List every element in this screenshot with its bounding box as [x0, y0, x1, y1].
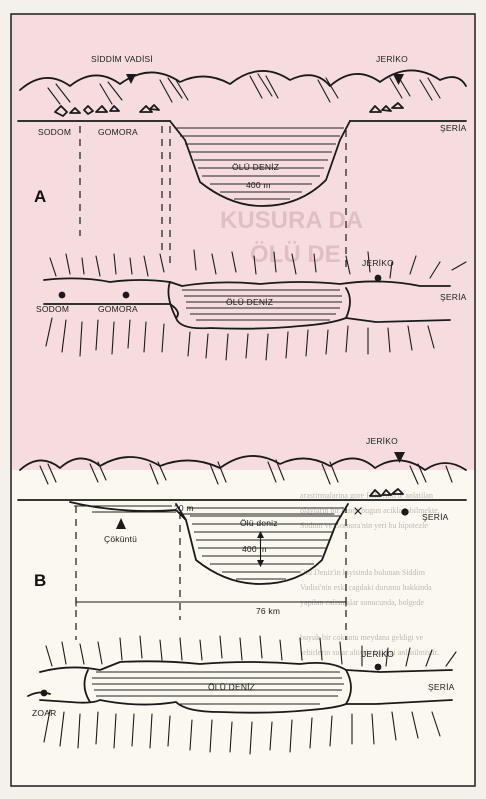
panel-b-marker: B — [34, 571, 46, 590]
gomora-dot-a — [123, 292, 130, 299]
svg-text:KUSURA DA: KUSURA DA — [220, 207, 363, 234]
label-seria-plan-a: ŞERİA — [440, 292, 467, 302]
jeriko-dot-plan-b — [375, 664, 382, 671]
label-jeriko-plan-a: JERİKO — [362, 258, 394, 268]
label-sea-b: Ölü deniz — [240, 518, 278, 528]
jeriko-dot-b — [401, 508, 408, 515]
label-sinkhole: Çöküntü — [104, 534, 137, 544]
label-gomora-plan-a: GOMORA — [98, 304, 138, 314]
label-sea-plan-b: ÖLÜ DENİZ — [208, 682, 255, 692]
label-sodom-a: SODOM — [38, 127, 71, 137]
label-siddim-vadisi: SİDDİM VADİSİ — [91, 54, 153, 64]
svg-text:Vadisi'nin eski cagdaki durumu: Vadisi'nin eski cagdaki durumu hakkinda — [300, 583, 432, 592]
panel-a-marker: A — [34, 187, 46, 206]
label-distance: 76 km — [256, 606, 280, 616]
pink-tinted-area — [11, 14, 475, 470]
label-sea-a: ÖLÜ DENİZ — [232, 162, 279, 172]
sodom-dot-a — [59, 292, 66, 299]
label-sea-plan-a: ÖLÜ DENİZ — [226, 297, 273, 307]
zoar-dot — [41, 690, 48, 697]
svg-text:Olu Deniz'in kiyisinda bulunan: Olu Deniz'in kiyisinda bulunan Siddim — [300, 568, 426, 577]
label-jeriko-a: JERİKO — [376, 54, 408, 64]
svg-text:arastirmalarina gore Eski Ahit: arastirmalarina gore Eski Ahit'te anlati… — [300, 491, 433, 500]
label-jeriko-b: JERİKO — [366, 436, 398, 446]
jeriko-dot-a — [375, 275, 382, 282]
label-seria-plan-b: ŞERİA — [428, 682, 455, 692]
label-depth-a: 400 m — [246, 180, 271, 190]
label-shallow-depth: 20 m — [174, 503, 194, 513]
label-sodom-plan-a: SODOM — [36, 304, 69, 314]
svg-text:Sodom ve Gomora'nin yeri bu hi: Sodom ve Gomora'nin yeri bu hipotezle — [300, 521, 428, 530]
label-jeriko-plan-b: JERİKO — [362, 649, 394, 659]
svg-text:ÖLÜ DE: ÖLÜ DE — [250, 241, 341, 268]
label-seria-b: ŞERİA — [422, 512, 449, 522]
label-gomora-a: GOMORA — [98, 127, 138, 137]
svg-text:buyuk bir cokuntu meydana geld: buyuk bir cokuntu meydana geldigi ve — [300, 633, 424, 642]
label-seria-a: ŞERİA — [440, 123, 467, 133]
label-zoar: ZOAR — [32, 708, 56, 718]
label-depth-b: 400 m — [242, 544, 267, 554]
